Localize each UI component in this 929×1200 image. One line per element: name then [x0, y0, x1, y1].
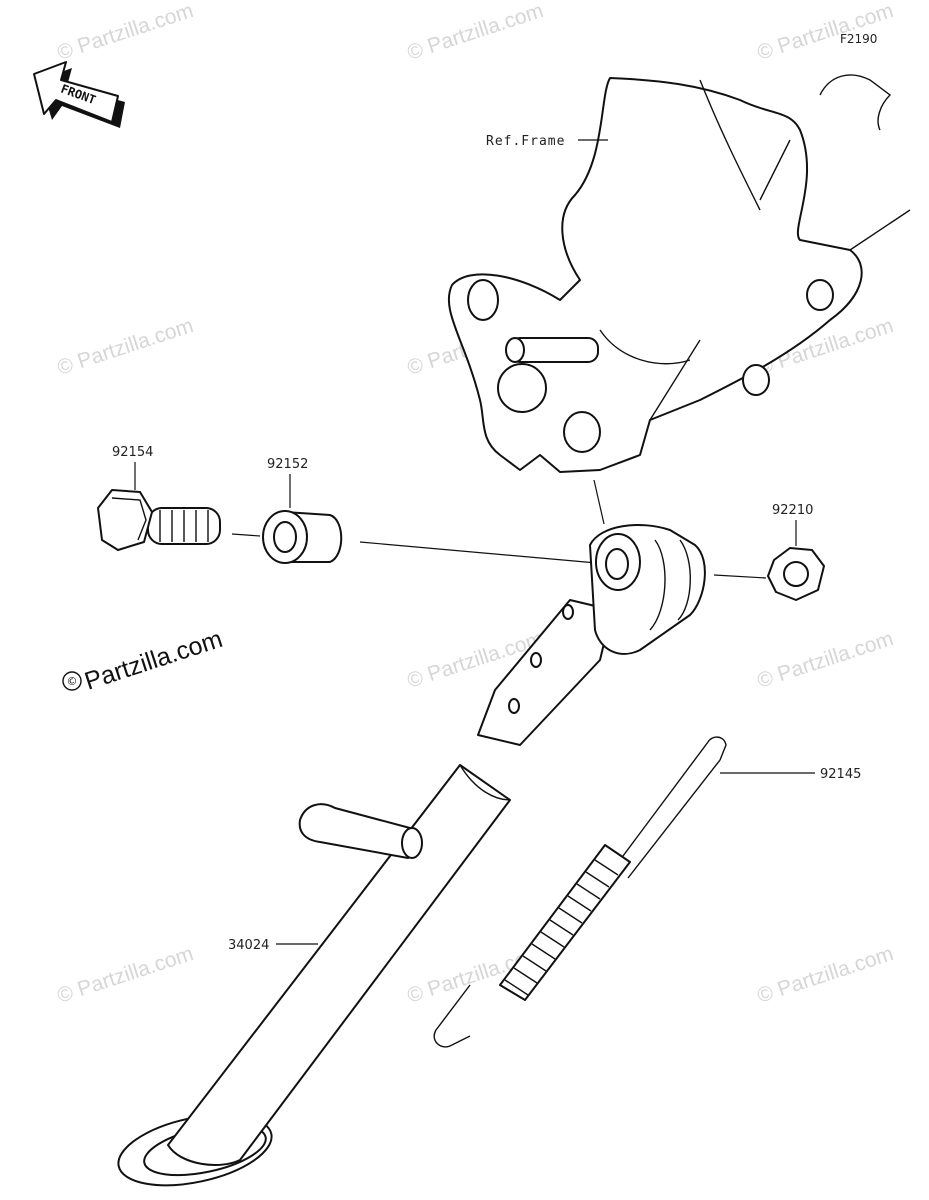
axis-line: [593, 479, 605, 525]
watermark: © Partzilla.com: [404, 0, 546, 65]
frame-reference: [447, 74, 911, 473]
side-stand-part: [117, 524, 706, 1187]
spring-part: [433, 736, 727, 1048]
bolt-part: [97, 489, 221, 551]
front-arrow-icon: FRONT: [33, 61, 125, 128]
watermark: © Partzilla.com: [54, 314, 196, 380]
part-number-34024: 34024: [228, 938, 269, 953]
diagram-code: F2190: [840, 32, 877, 46]
watermark: © Partzilla.com: [754, 627, 896, 693]
copyright-symbol: ©: [65, 674, 79, 690]
reference-label: Ref.Frame: [486, 134, 565, 149]
watermark: © Partzilla.com: [754, 942, 896, 1008]
axis-line: [713, 574, 767, 579]
partzilla-watermark-strong: © Partzilla.com: [62, 625, 226, 696]
part-number-92145: 92145: [820, 767, 861, 782]
collar-part: [262, 510, 343, 564]
watermark-brand: Partzilla.com: [81, 625, 226, 696]
copyright-icon: [62, 671, 82, 691]
nut-part: [767, 547, 825, 601]
part-number-92210: 92210: [772, 503, 813, 518]
axis-line: [359, 541, 609, 565]
part-number-92154: 92154: [112, 445, 153, 460]
part-number-92152: 92152: [267, 457, 308, 472]
watermark: © Partzilla.com: [54, 0, 196, 65]
watermark: © Partzilla.com: [54, 942, 196, 1008]
axis-line: [231, 533, 261, 537]
